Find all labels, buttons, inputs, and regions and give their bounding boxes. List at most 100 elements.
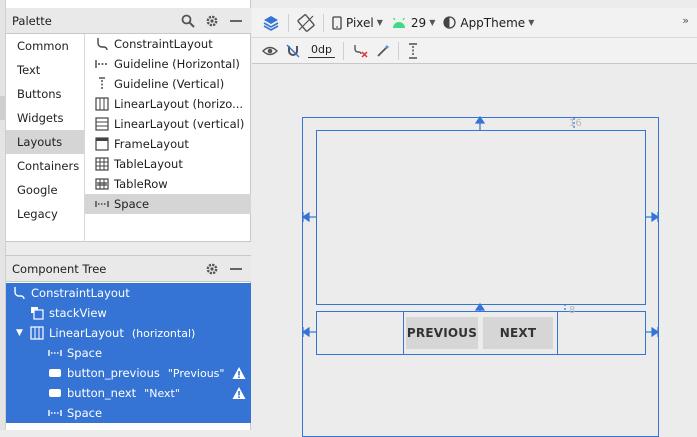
- tree-row-button-next[interactable]: button_next "Next": [6, 383, 251, 403]
- device-label: Pixel: [346, 15, 374, 30]
- design-canvas[interactable]: PREVIOUS NEXT 16 8: [252, 65, 697, 437]
- table-layout-icon: [95, 157, 109, 171]
- api-level-selector[interactable]: 29 ▼: [387, 12, 439, 34]
- widget-label: Space: [114, 197, 150, 211]
- palette-body: Common Text Buttons Widgets Layouts Cont…: [6, 34, 251, 242]
- widget-constraint-layout[interactable]: ConstraintLayout: [85, 34, 251, 54]
- warning-icon[interactable]: [232, 386, 246, 400]
- expand-arrow-icon[interactable]: ▼: [16, 328, 23, 338]
- widget-label: TableRow: [114, 177, 168, 191]
- space-icon: [95, 201, 109, 207]
- palette-title: Palette: [12, 13, 52, 28]
- tree-row-label: LinearLayout: [49, 326, 124, 340]
- device-frame: PREVIOUS NEXT 16 8: [302, 117, 659, 437]
- minimize-icon[interactable]: [227, 12, 245, 30]
- widget-label: Guideline (Vertical): [114, 77, 225, 91]
- guidelines-icon[interactable]: [403, 40, 423, 62]
- widget-label: FrameLayout: [114, 137, 189, 151]
- category-text[interactable]: Text: [17, 63, 41, 77]
- category-google[interactable]: Google: [17, 183, 58, 197]
- warning-icon[interactable]: [232, 366, 246, 380]
- constraint-toolbar: 0dp: [252, 38, 697, 64]
- category-layouts[interactable]: Layouts: [6, 130, 84, 154]
- widget-label: LinearLayout (vertical): [114, 117, 245, 131]
- constraint-arrows: [301, 115, 660, 338]
- palette-categories: Common Text Buttons Widgets Layouts Cont…: [6, 34, 85, 242]
- margin-bottom-label: 8: [569, 305, 576, 316]
- chevron-down-icon: ▼: [376, 18, 383, 27]
- previous-button[interactable]: PREVIOUS: [406, 317, 478, 349]
- linear-layout-vertical-icon: [95, 117, 109, 131]
- tree-row-button-previous[interactable]: button_previous "Previous": [6, 363, 251, 383]
- button-icon: [49, 369, 61, 377]
- theme-selector[interactable]: AppTheme ▼: [439, 12, 538, 34]
- linear-layout-horizontal-icon: [95, 97, 109, 111]
- palette-header: Palette: [6, 8, 251, 34]
- infer-constraints-icon[interactable]: [372, 40, 394, 62]
- linear-layout-horizontal-icon: [30, 326, 44, 340]
- api-level-label: 29: [410, 15, 427, 30]
- stack-view-icon: [31, 307, 44, 320]
- margin-top-label: 16: [569, 118, 582, 129]
- component-tree-header: Component Tree: [6, 256, 251, 282]
- tool-window-strip: [0, 0, 6, 430]
- button-group: PREVIOUS NEXT: [403, 311, 558, 355]
- minimize-icon[interactable]: [227, 260, 245, 278]
- widget-label: Guideline (Horizontal): [114, 57, 240, 71]
- magnet-off-icon[interactable]: [282, 40, 304, 62]
- widget-linear-layout-horizontal[interactable]: LinearLayout (horizo...: [85, 94, 251, 114]
- tree-row-space-1[interactable]: Space: [6, 343, 251, 363]
- category-containers[interactable]: Containers: [17, 159, 80, 173]
- theme-label: AppTheme: [460, 15, 526, 30]
- component-tree-title: Component Tree: [12, 261, 107, 276]
- tree-row-stack-view[interactable]: stackView: [6, 303, 251, 323]
- widget-guideline-horizontal[interactable]: Guideline (Horizontal): [85, 54, 251, 74]
- widget-space[interactable]: Space: [85, 194, 251, 214]
- guideline-horizontal-icon: [95, 60, 108, 68]
- widget-frame-layout[interactable]: FrameLayout: [85, 134, 251, 154]
- device-selector[interactable]: Pixel ▼: [328, 12, 387, 34]
- clear-constraints-icon[interactable]: [348, 40, 372, 62]
- constraint-layout-icon: [14, 287, 25, 300]
- guideline-vertical-icon: [99, 77, 105, 90]
- tree-row-label: button_previous: [67, 366, 160, 380]
- chevron-down-icon: ▼: [429, 18, 436, 27]
- widget-label: TableLayout: [114, 157, 183, 171]
- button-icon: [49, 389, 61, 397]
- phone-icon: [332, 15, 342, 30]
- constraint-layout-icon: [97, 38, 108, 51]
- widget-linear-layout-vertical[interactable]: LinearLayout (vertical): [85, 114, 251, 134]
- tree-row-linear-layout[interactable]: ▼ LinearLayout (horizontal): [6, 323, 251, 343]
- palette-widgets: ConstraintLayout Guideline (Horizontal) …: [85, 34, 251, 242]
- tree-row-label: Space: [67, 346, 103, 360]
- widget-table-row[interactable]: TableRow: [85, 174, 251, 194]
- tree-row-label: Space: [67, 406, 103, 420]
- category-widgets[interactable]: Widgets: [17, 111, 64, 125]
- tree-row-label: stackView: [49, 306, 107, 320]
- layers-icon[interactable]: [258, 12, 284, 34]
- gear-icon[interactable]: [203, 260, 221, 278]
- category-legacy[interactable]: Legacy: [17, 207, 58, 221]
- android-icon: [392, 17, 405, 28]
- table-row-icon: [95, 178, 109, 190]
- overflow-chevron-icon[interactable]: »: [682, 14, 689, 27]
- gear-icon[interactable]: [203, 12, 221, 30]
- space-icon: [48, 410, 62, 416]
- next-button[interactable]: NEXT: [483, 317, 553, 349]
- category-buttons[interactable]: Buttons: [17, 87, 62, 101]
- space-icon: [48, 350, 62, 356]
- tree-row-space-2[interactable]: Space: [6, 403, 251, 423]
- linear-layout-outline[interactable]: PREVIOUS NEXT: [316, 311, 646, 355]
- widget-guideline-vertical[interactable]: Guideline (Vertical): [85, 74, 251, 94]
- eye-icon[interactable]: [258, 40, 282, 62]
- default-margin-field[interactable]: 0dp: [308, 43, 335, 58]
- category-common[interactable]: Common: [17, 39, 69, 53]
- frame-layout-icon: [95, 137, 109, 151]
- widget-table-layout[interactable]: TableLayout: [85, 154, 251, 174]
- search-icon[interactable]: [179, 12, 197, 30]
- panel-splitter[interactable]: [6, 242, 251, 256]
- tree-row-attr: (horizontal): [131, 326, 196, 340]
- tree-row-constraint-layout[interactable]: ConstraintLayout: [6, 283, 251, 303]
- tree-row-attr: "Next": [144, 386, 180, 400]
- orientation-icon[interactable]: [293, 12, 319, 34]
